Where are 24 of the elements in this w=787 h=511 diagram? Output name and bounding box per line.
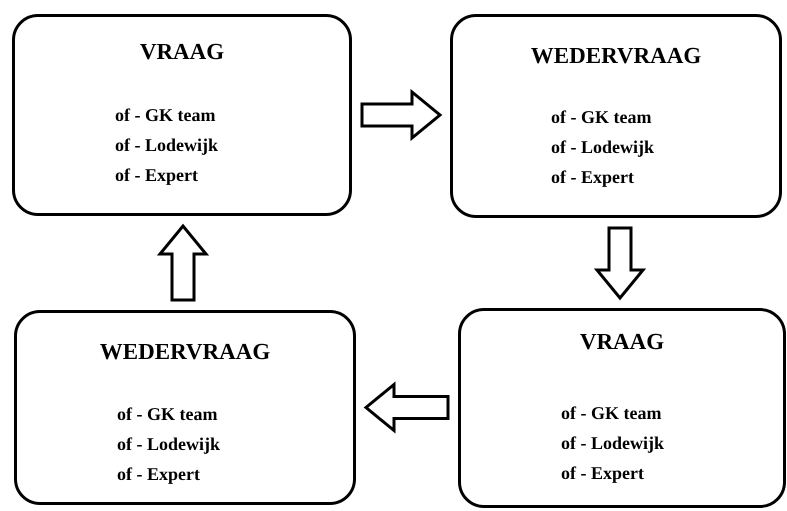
- list-item: of - Lodewijk: [115, 135, 218, 156]
- box-heading: VRAAG: [578, 329, 666, 355]
- list-item: of - GK team: [551, 107, 652, 128]
- process-box: [458, 308, 786, 508]
- process-box: [450, 14, 782, 218]
- block-arrow: [364, 381, 450, 434]
- list-item: of - Lodewijk: [551, 137, 654, 158]
- list-item: of - Expert: [115, 165, 198, 186]
- process-box: [12, 14, 352, 216]
- list-item: of - Lodewijk: [561, 433, 664, 454]
- list-item: of - Expert: [551, 167, 634, 188]
- box-heading: WEDERVRAAG: [530, 43, 702, 69]
- process-box: [14, 310, 356, 505]
- list-item: of - Expert: [117, 464, 200, 485]
- box-heading: WEDERVRAAG: [98, 339, 272, 365]
- list-item: of - GK team: [115, 105, 216, 126]
- block-arrow: [594, 226, 646, 300]
- block-arrow: [156, 224, 210, 302]
- block-arrow: [360, 88, 442, 142]
- list-item: of - Expert: [561, 463, 644, 484]
- box-heading: VRAAG: [138, 39, 226, 65]
- list-item: of - GK team: [117, 404, 218, 425]
- list-item: of - GK team: [561, 403, 662, 424]
- list-item: of - Lodewijk: [117, 434, 220, 455]
